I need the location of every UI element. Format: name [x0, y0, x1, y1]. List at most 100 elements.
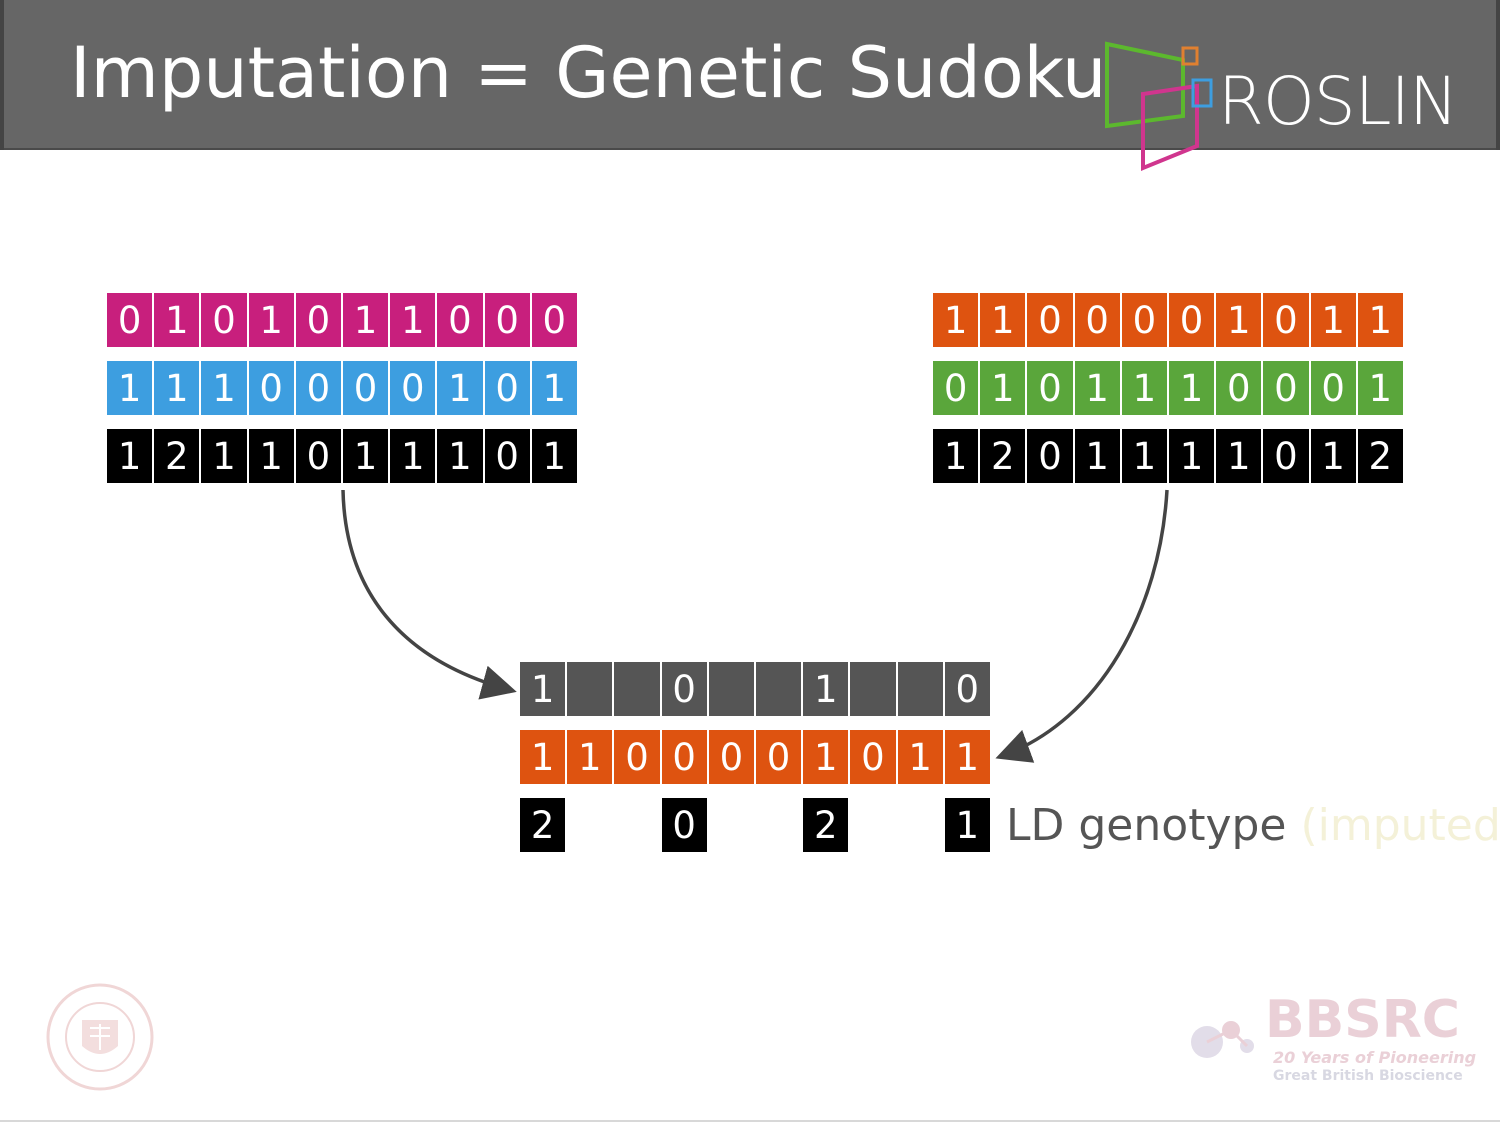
bbsrc-molecule-icon [1191, 1021, 1254, 1058]
allele-cell: 0 [933, 361, 979, 415]
allele-cell: 0 [342, 361, 389, 415]
header-left-edge [0, 0, 4, 150]
left-arrow [341, 489, 517, 700]
allele-cell: 0 [531, 293, 577, 347]
allele-cell: 1 [1168, 361, 1215, 415]
allele-cell: 1 [390, 293, 436, 347]
allele-cell [614, 662, 660, 716]
allele-cell [897, 662, 943, 716]
allele-cell [708, 662, 754, 716]
bbsrc-tagline-1: 20 Years of Pioneering [1273, 1048, 1477, 1067]
slide-title: Imputation = Genetic Sudoku [70, 32, 1107, 114]
allele-cell: 2 [980, 429, 1026, 483]
allele-cell: 0 [1074, 293, 1120, 347]
allele-cell: 1 [201, 429, 247, 483]
allele-cell: 1 [1074, 429, 1120, 483]
allele-cell: 0 [248, 361, 294, 415]
allele-cell: 1 [980, 293, 1026, 347]
allele-cell [850, 798, 895, 852]
allele-cell: 1 [980, 361, 1026, 415]
allele-cell: 1 [390, 429, 436, 483]
allele-cell: 0 [1310, 361, 1356, 415]
allele-cell: 1 [342, 293, 389, 347]
allele-cell: 2 [520, 798, 566, 852]
allele-cell: 1 [248, 429, 294, 483]
allele-cell: 0 [1263, 429, 1309, 483]
allele-cell: 0 [295, 293, 341, 347]
allele-cell: 0 [484, 293, 530, 347]
allele-cell: 1 [154, 361, 200, 415]
allele-cell: 1 [897, 730, 943, 784]
allele-cell: 1 [437, 361, 483, 415]
allele-cell: 2 [154, 429, 200, 483]
allele-cell: 0 [1027, 361, 1073, 415]
allele-cell: 0 [1263, 293, 1309, 347]
allele-cell [898, 798, 943, 852]
right-arrow [995, 489, 1169, 763]
allele-cell [756, 798, 801, 852]
allele-cell: 1 [1121, 361, 1167, 415]
allele-cell: 1 [1216, 293, 1262, 347]
allele-cell: 0 [484, 429, 530, 483]
allele-cell: 0 [295, 361, 341, 415]
allele-cell: 0 [661, 662, 707, 716]
allele-cell: 0 [390, 361, 436, 415]
allele-cell: 1 [520, 730, 566, 784]
allele-cell: 0 [1263, 361, 1309, 415]
allele-cell: 2 [803, 798, 849, 852]
allele-cell: 1 [107, 361, 153, 415]
allele-cell: 1 [248, 293, 294, 347]
bbsrc-tagline-2: Great British Bioscience [1273, 1068, 1463, 1084]
allele-cell: 1 [1357, 361, 1403, 415]
allele-cell: 1 [342, 429, 389, 483]
allele-cell: 1 [437, 429, 483, 483]
footer-divider [0, 1120, 1500, 1122]
allele-cell: 1 [1310, 293, 1356, 347]
header-right-edge [1496, 0, 1500, 150]
allele-cell [567, 662, 613, 716]
allele-cell: 1 [944, 730, 990, 784]
allele-cell: 0 [614, 730, 660, 784]
allele-cell: 1 [1357, 293, 1403, 347]
allele-cell: 0 [755, 730, 802, 784]
allele-cell [709, 798, 754, 852]
allele-cell: 1 [567, 730, 613, 784]
allele-cell: 0 [1216, 361, 1262, 415]
allele-cell [755, 662, 802, 716]
allele-cell: 1 [154, 293, 200, 347]
allele-cell: 1 [1310, 429, 1356, 483]
allele-cell: 1 [1216, 429, 1262, 483]
allele-cell: 0 [1168, 293, 1215, 347]
allele-cell: 0 [437, 293, 483, 347]
allele-cell: 1 [107, 429, 153, 483]
allele-cell: 0 [661, 730, 707, 784]
ld-genotype-label-text: LD genotype [1006, 800, 1287, 851]
ld-genotype-label: LD genotype (imputed) [1006, 800, 1500, 852]
allele-cell: 0 [107, 293, 153, 347]
allele-cell: 0 [201, 293, 247, 347]
bbsrc-logo: BBSRC 20 Years of Pioneering Great Briti… [1185, 990, 1476, 1090]
allele-cell: 1 [201, 361, 247, 415]
allele-cell: 1 [933, 429, 979, 483]
allele-cell: 0 [944, 662, 990, 716]
university-seal-icon [46, 983, 154, 1091]
allele-cell: 0 [1121, 293, 1167, 347]
allele-cell: 1 [933, 293, 979, 347]
ld-genotype-label-faded: (imputed) [1300, 800, 1500, 851]
roslin-logo-icon [1105, 41, 1213, 171]
allele-cell [614, 798, 659, 852]
allele-cell: 1 [803, 730, 849, 784]
allele-cell: 0 [295, 429, 341, 483]
allele-cell: 1 [1121, 429, 1167, 483]
allele-cell [850, 662, 896, 716]
allele-cell [567, 798, 612, 852]
allele-cell: 0 [1027, 429, 1073, 483]
